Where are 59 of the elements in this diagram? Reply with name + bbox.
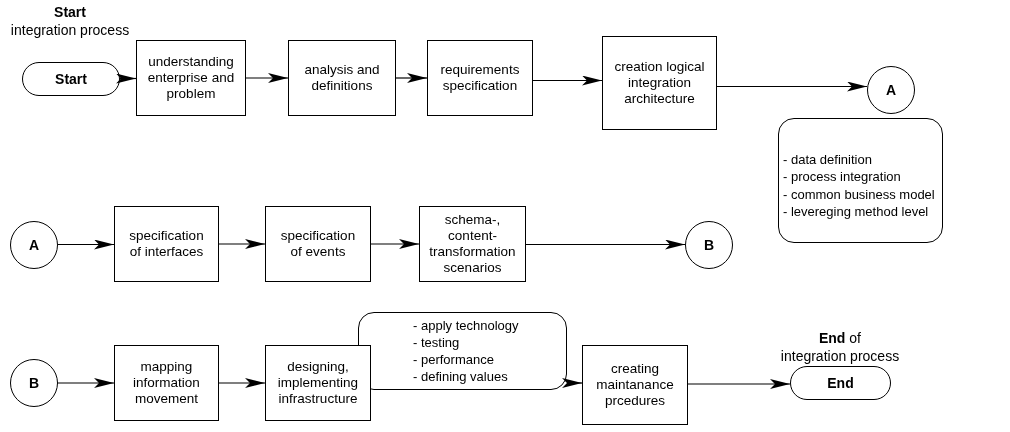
node-caption: End of bbox=[818, 330, 862, 348]
note-item: - levereging method level bbox=[783, 202, 929, 220]
process-box bbox=[602, 36, 717, 130]
arrow bbox=[525, 239, 686, 250]
arrow bbox=[687, 379, 791, 389]
annotation-note bbox=[778, 118, 943, 243]
arrow bbox=[57, 378, 115, 388]
arrow bbox=[218, 239, 266, 249]
note-item: - testing bbox=[413, 333, 460, 351]
node-label: End bbox=[827, 374, 854, 392]
node-label: Start bbox=[55, 70, 87, 88]
process-box bbox=[114, 206, 219, 282]
process-box bbox=[288, 40, 396, 116]
node-label: analysis and definitions bbox=[303, 61, 381, 95]
node-label: A bbox=[28, 236, 40, 254]
note-item: - process integration bbox=[783, 168, 901, 186]
node-label: specification of interfaces bbox=[128, 227, 205, 261]
note-item: - performance bbox=[413, 351, 494, 369]
node-label: specification of events bbox=[279, 227, 357, 261]
node-caption: integration process bbox=[10, 21, 130, 39]
node-caption: integration process bbox=[780, 347, 900, 365]
process-box bbox=[265, 206, 371, 282]
terminal-pill bbox=[790, 366, 891, 400]
note-item: - apply technology bbox=[413, 316, 519, 334]
connector-circle bbox=[10, 359, 58, 407]
arrow bbox=[716, 81, 868, 92]
node-label: mapping information movement bbox=[132, 358, 201, 408]
node-label: A bbox=[885, 81, 897, 99]
process-box bbox=[427, 40, 533, 116]
note-item: - defining values bbox=[413, 368, 508, 386]
node-label: B bbox=[28, 374, 40, 392]
node-caption: Start bbox=[53, 4, 87, 22]
arrow bbox=[116, 73, 137, 84]
terminal-pill bbox=[22, 62, 120, 96]
process-box bbox=[582, 345, 688, 425]
process-box bbox=[114, 345, 219, 421]
node-label: creating maintanance prcedures bbox=[595, 360, 675, 410]
node-label: designing, implementing infrastructure bbox=[276, 358, 360, 408]
process-box bbox=[419, 206, 526, 282]
arrow bbox=[218, 378, 266, 388]
node-label: requirements specification bbox=[439, 61, 521, 95]
process-box bbox=[265, 345, 371, 421]
connector-circle bbox=[10, 221, 58, 269]
node-label: schema-, content-transformation scenarios bbox=[429, 211, 516, 277]
node-label: B bbox=[703, 236, 715, 254]
note-item: - data definition bbox=[783, 151, 872, 169]
process-box bbox=[136, 40, 246, 116]
note-item: - common business model bbox=[783, 185, 935, 203]
arrow bbox=[245, 73, 289, 83]
arrow bbox=[532, 75, 603, 86]
arrow bbox=[57, 239, 115, 250]
annotation-note bbox=[358, 312, 567, 390]
arrow bbox=[370, 239, 420, 249]
node-label: creation logical integration architecture bbox=[613, 58, 706, 108]
arrow bbox=[562, 378, 583, 388]
arrow bbox=[395, 73, 428, 83]
connector-circle bbox=[867, 66, 915, 114]
node-label: understanding enterprise and problem bbox=[146, 53, 236, 103]
connector-circle bbox=[685, 221, 733, 269]
